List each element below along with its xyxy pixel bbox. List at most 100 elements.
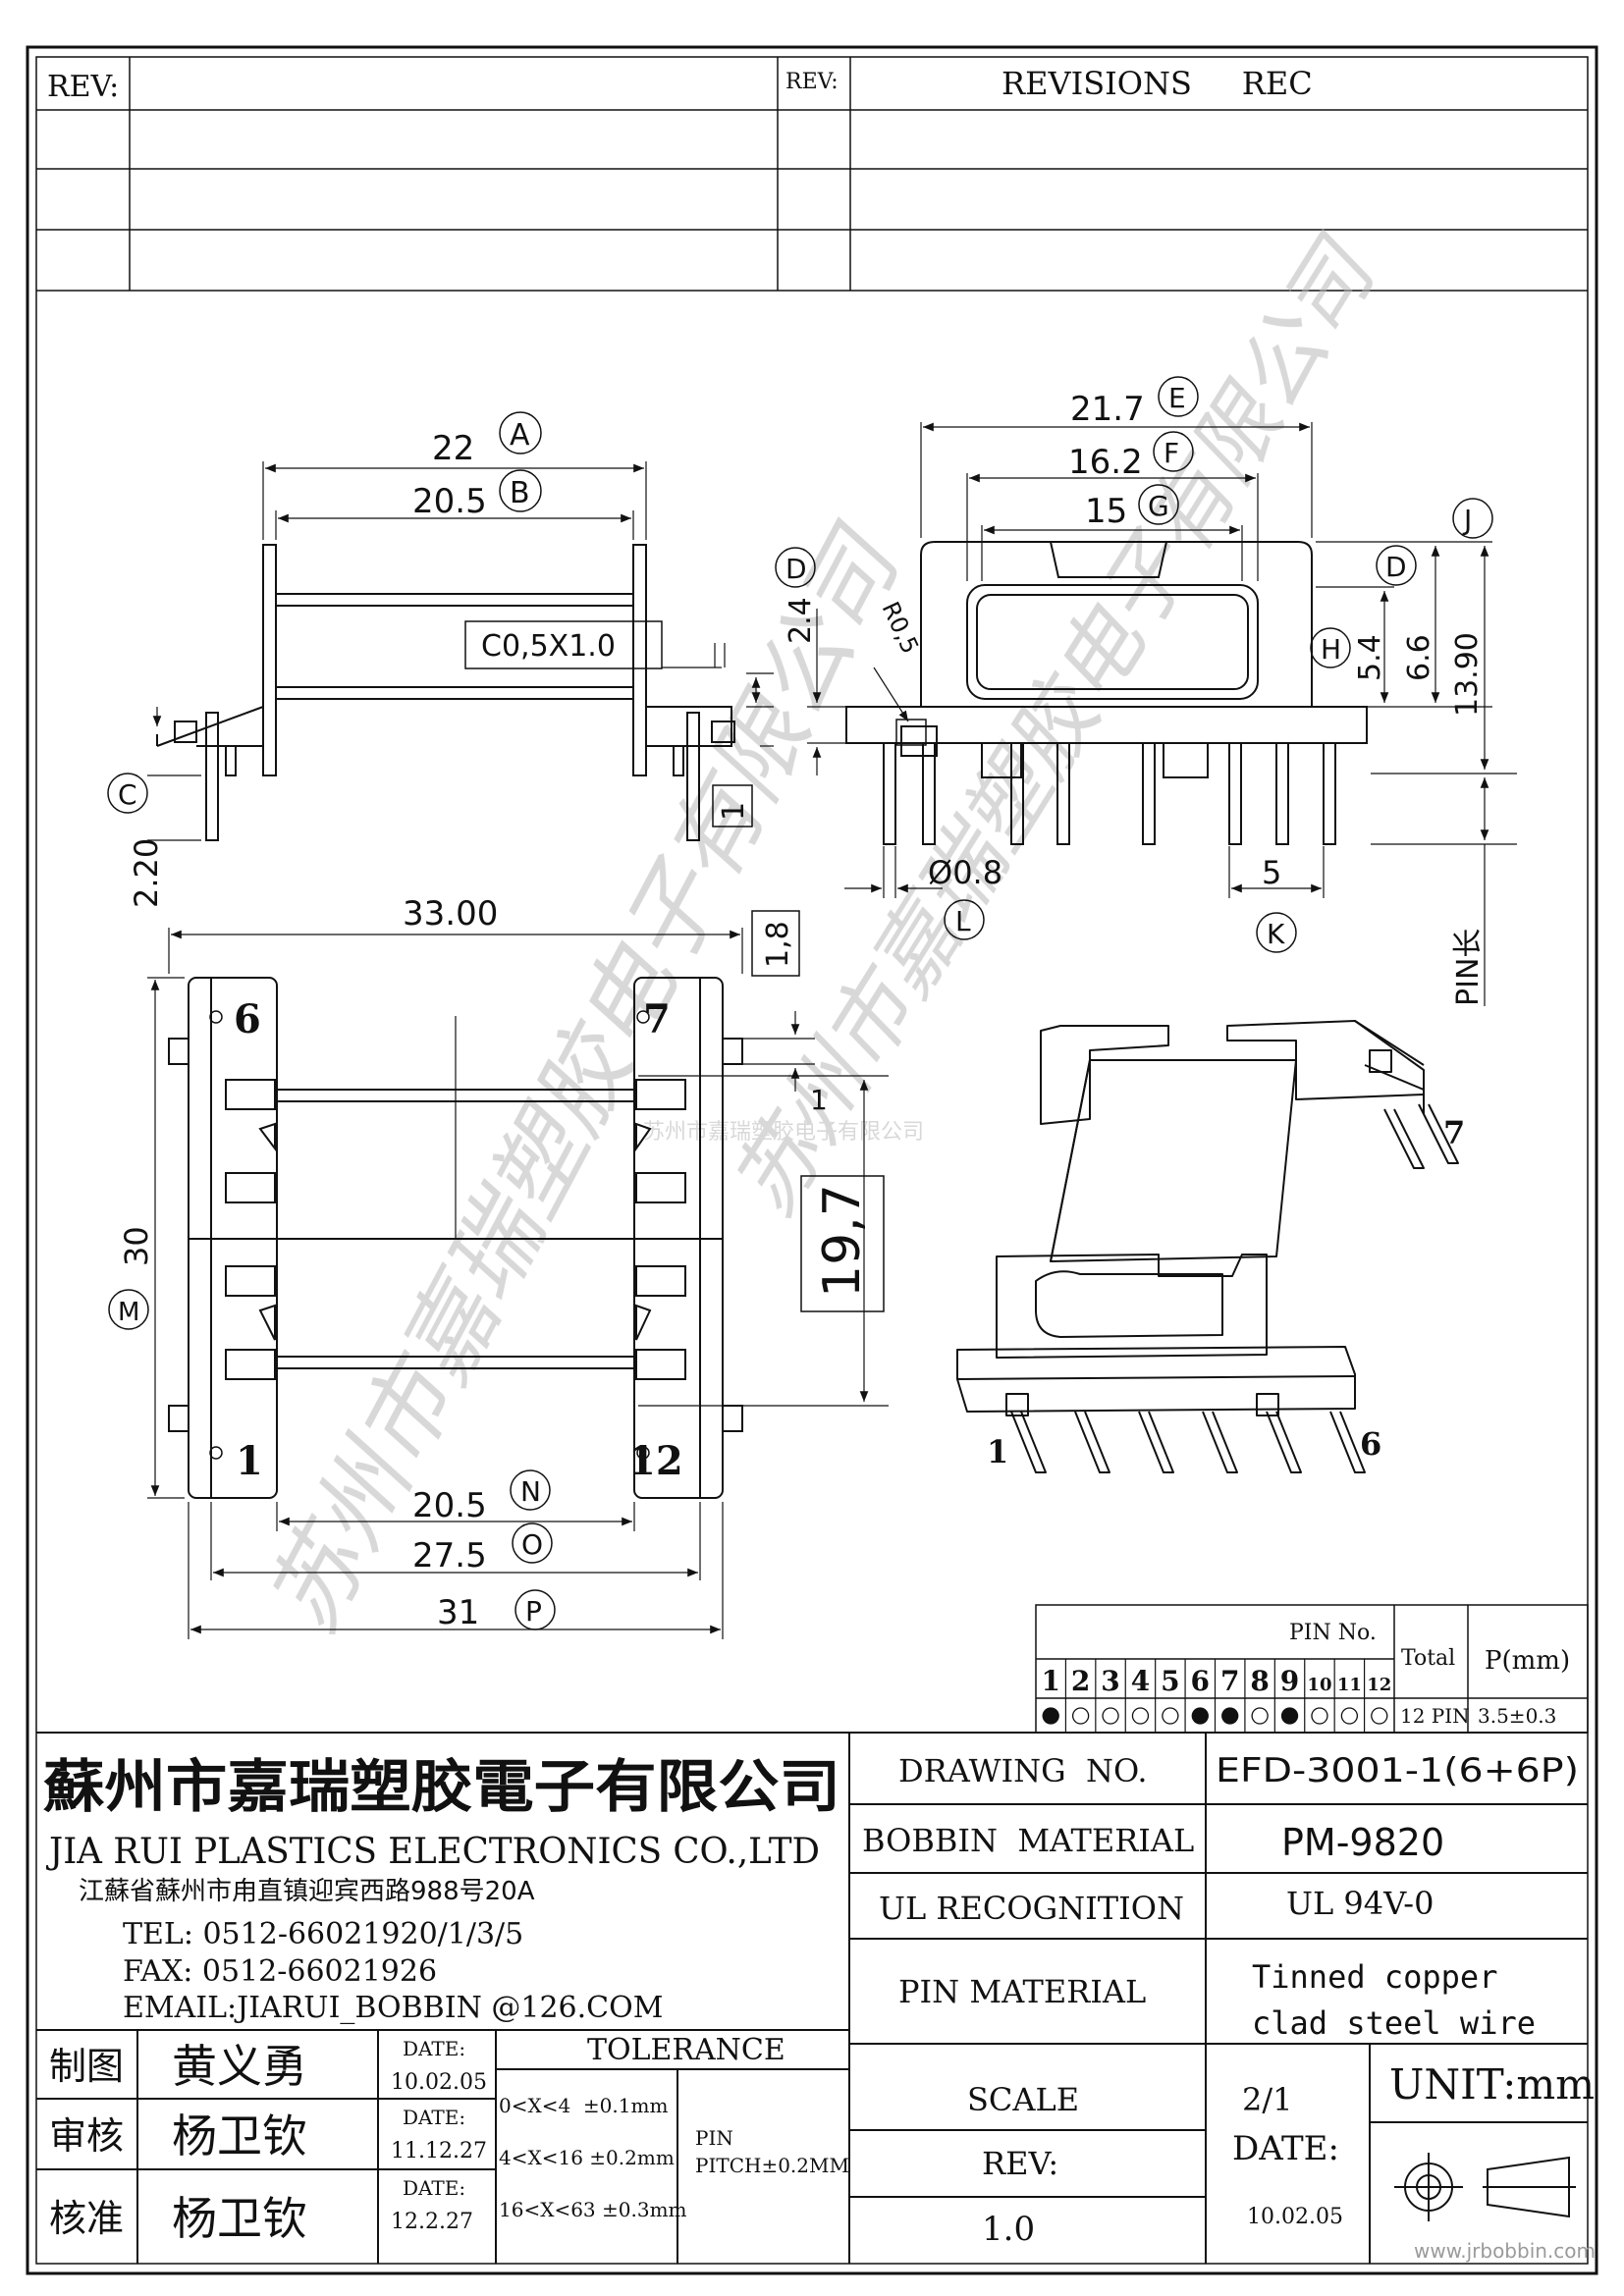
dim-22: 22 [432,429,474,468]
pin-unused-8 [1251,1707,1269,1725]
bobbin-material-label: BOBBIN MATERIAL [862,1822,1194,1859]
pin-number-2: 2 [1071,1665,1090,1697]
callout-j [1452,498,1493,539]
signoff-name-2: 杨卫钦 [172,2192,307,2245]
rev-label: REV: [982,2145,1058,2182]
pin-unused-5 [1162,1707,1179,1725]
callout-o-label: O [521,1528,543,1561]
dim-5-4: 5.4 [1353,634,1387,681]
top-pin-1: 1 [236,1438,263,1484]
callout-c [107,773,148,814]
top-pin-12: 12 [628,1438,683,1484]
pin-number-8: 8 [1250,1665,1269,1697]
callout-l [944,899,985,940]
bobbin-material-value: PM-9820 [1281,1821,1444,1864]
revision-block: REV: REV: REVISIONS REC [36,57,1588,292]
tolerance-row-2: 4<X<16 ±0.2mm [499,2146,675,2169]
callout-p [514,1589,556,1630]
dim-1-top: 1 [810,1084,828,1116]
dim-20-5-bottom: 20.5 [412,1486,487,1525]
company-watermark: 苏州市嘉瑞塑胶电子有限公司 苏州市嘉瑞塑胶电子有限公司 苏州市嘉瑞塑胶电子有限公… [246,221,1397,1650]
callout-d-left [775,547,816,588]
callout-m-label: M [118,1298,139,1327]
dim-33: 33.00 [403,894,498,934]
pin-table-header: PIN No. [1289,1621,1377,1645]
pin-number-6: 6 [1191,1665,1210,1697]
callout-k [1256,912,1297,953]
callout-p-label: P [525,1595,542,1628]
callout-f [1153,431,1194,472]
pin-unused-4 [1131,1707,1150,1725]
pin-used-6 [1191,1707,1209,1725]
pin-table-pitch-label: P(mm) [1485,1646,1570,1676]
callout-h-label: H [1321,633,1341,666]
scale-value: 2/1 [1242,2081,1293,2118]
pin-used-1 [1042,1707,1059,1725]
drawing-no-value: EFD-3001-1(6+6P) [1216,1751,1579,1790]
signoff-role-1: 审核 [49,2114,124,2158]
projection-symbol-icon [1394,2153,1576,2221]
tolerance-row-1: 0<X<4 ±0.1mm [499,2094,668,2117]
tolerance-pin-pitch: PITCH±0.2MM [695,2154,849,2177]
signoff-date-0: 10.02.05 [391,2070,487,2095]
signoff-role-0: 制图 [49,2045,124,2088]
pin-number-10: 10 [1307,1675,1331,1695]
dim-30: 30 [118,1226,155,1266]
date-label: DATE: [1232,2129,1339,2168]
pin-unused-10 [1311,1707,1328,1725]
signoff-name-0: 黄义勇 [172,2040,307,2093]
callout-b [499,469,542,512]
dim-pin-dia: Ø0.8 [928,854,1002,891]
company-email: EMAIL:JIARUI_BOBBIN @126.COM [123,1991,663,2025]
dim-1-8-box [751,910,800,977]
company-fax: FAX: 0512-66021926 [123,1954,437,1989]
dim-19-7: 19,7 [813,1184,872,1298]
dim-1-box [712,784,753,828]
dim-chamfer: C0,5X1.0 [481,629,616,664]
tolerance-pin-label: PIN [695,2126,733,2150]
pin-unused-3 [1102,1707,1119,1725]
callout-f-label: F [1164,437,1179,469]
tolerance-header: TOLERANCE [587,2033,785,2067]
scale-label: SCALE [967,2081,1079,2118]
callout-d-right-label: D [1385,551,1407,583]
isometric-view: 7 1 6 [956,1020,1465,1473]
pin-material-label: PIN MATERIAL [898,1973,1146,2010]
pin-material-value-1: Tinned copper [1252,1958,1497,1996]
company-tel: TEL: 0512-66021920/1/3/5 [123,1917,523,1951]
dim-16-2: 16.2 [1068,443,1143,482]
footer-url: www.jrbobbin.com [1414,2239,1596,2263]
callout-m [108,1289,149,1330]
dim-13-90: 13.90 [1450,632,1485,717]
company-name-en: JIA RUI PLASTICS ELECTRONICS CO.,LTD [45,1832,820,1872]
top-view: 6 7 1 12 [108,894,889,1639]
callout-b-label: B [510,476,530,510]
iso-pin-1: 1 [987,1433,1008,1470]
dim-6-6: 6.6 [1402,634,1436,681]
dim-31: 31 [437,1593,479,1632]
pin-number-3: 3 [1101,1665,1119,1697]
iso-pin-6: 6 [1360,1425,1381,1463]
pin-number-5: 5 [1161,1665,1179,1697]
callout-h [1310,627,1351,668]
tolerance-row-3: 16<X<63 ±0.3mm [499,2198,687,2221]
top-pin-6: 6 [234,996,261,1042]
callout-e-label: E [1168,382,1186,414]
dim-21-7: 21.7 [1070,390,1145,429]
company-address: 江蘇省蘇州市甪直镇迎宾西路988号20A [79,1877,535,1906]
signoff-date-2: 12.2.27 [391,2210,473,2234]
callout-d-left-label: D [785,553,807,585]
signoff-date-label-0: DATE: [403,2037,465,2060]
callout-n-label: N [520,1475,541,1508]
drawing-no-label: DRAWING NO. [898,1752,1148,1789]
pin-number-11: 11 [1337,1675,1362,1695]
callout-n [510,1469,551,1511]
drawing-frame [26,45,1598,2275]
top-pin-7: 7 [643,996,671,1042]
callout-j-label: J [1462,504,1472,536]
iso-pin-7: 7 [1443,1114,1465,1151]
